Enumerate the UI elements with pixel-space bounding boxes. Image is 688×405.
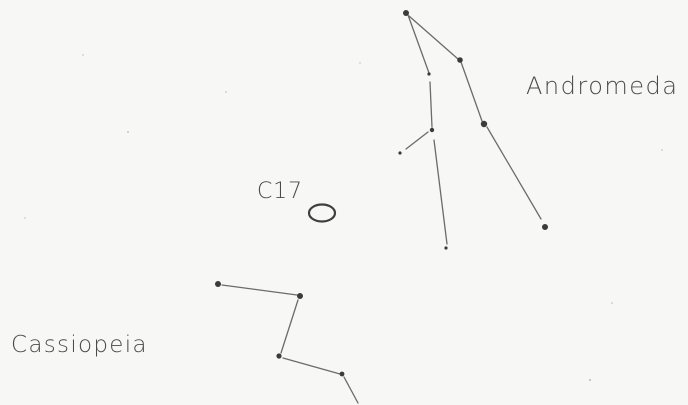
andromeda-star xyxy=(403,10,409,16)
andromeda-line xyxy=(434,140,447,244)
c17-label: C17 xyxy=(257,179,303,204)
c17-marker xyxy=(309,205,335,222)
cassiopeia-star xyxy=(215,281,221,287)
andromeda-line xyxy=(430,82,432,127)
andromeda-label: Andromeda xyxy=(526,72,678,100)
cassiopeia-star xyxy=(297,293,303,299)
cassiopeia-line xyxy=(283,358,340,374)
andromeda-star xyxy=(444,246,447,249)
andromeda-line xyxy=(406,132,428,149)
cassiopeia-line xyxy=(344,377,358,403)
andromeda-star xyxy=(430,128,434,132)
cassiopeia-star xyxy=(276,353,281,358)
cassiopeia-star xyxy=(340,372,345,377)
cassiopeia-line xyxy=(281,300,298,353)
andromeda-line xyxy=(461,62,482,121)
cassiopeia-constellation xyxy=(215,281,358,403)
andromeda-star xyxy=(457,57,463,63)
andromeda-star xyxy=(398,151,401,154)
andromeda-line xyxy=(487,127,541,219)
andromeda-star xyxy=(427,72,430,75)
cassiopeia-line xyxy=(222,285,297,295)
cassiopeia-label: Cassiopeia xyxy=(11,332,148,358)
andromeda-constellation xyxy=(398,10,548,250)
andromeda-star xyxy=(542,224,548,230)
andromeda-star xyxy=(481,121,487,127)
